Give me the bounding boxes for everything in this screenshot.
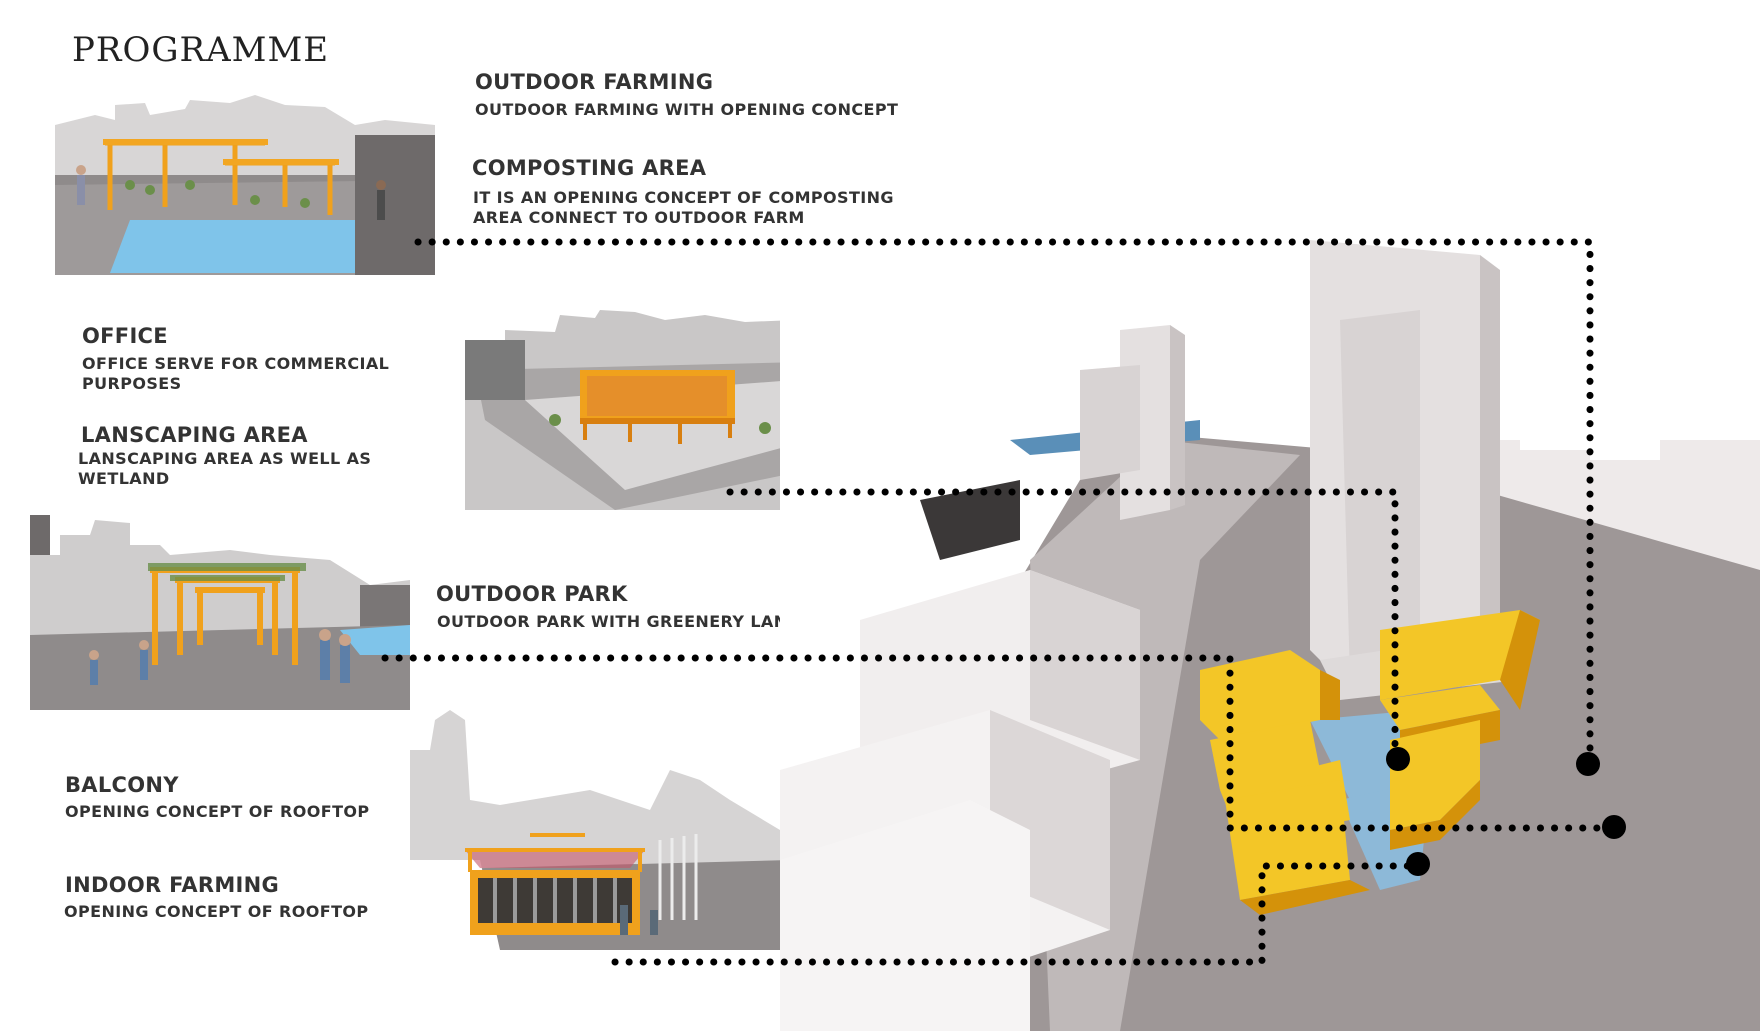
- desc-lanscaping-area-line2: WETLAND: [78, 469, 170, 488]
- desc-office-line1: OFFICE SERVE FOR COMMERCIAL: [82, 354, 390, 373]
- marker-office: [1386, 747, 1410, 771]
- heading-outdoor-park: OUTDOOR PARK: [436, 582, 628, 606]
- page-title: PROGRAMME: [72, 30, 330, 70]
- heading-balcony: BALCONY: [65, 773, 179, 797]
- heading-outdoor-farming: OUTDOOR FARMING: [475, 70, 714, 94]
- leader-indoor-farming: [611, 862, 1416, 966]
- heading-composting-area: COMPOSTING AREA: [472, 156, 707, 180]
- heading-indoor-farming: INDOOR FARMING: [65, 873, 280, 897]
- render-outdoor-park: [30, 515, 410, 710]
- heading-lanscaping-area: LANSCAPING AREA: [81, 423, 308, 447]
- desc-indoor-farming: OPENING CONCEPT OF ROOFTOP: [64, 902, 369, 921]
- render-outdoor-farming: [55, 95, 435, 275]
- marker-composting-area: [1576, 752, 1600, 776]
- desc-lanscaping-area-line1: LANSCAPING AREA AS WELL AS: [78, 449, 372, 468]
- render-balcony-indoor-farming: [410, 710, 790, 950]
- site-model: [780, 240, 1760, 1031]
- leader-office: [726, 488, 1399, 764]
- desc-composting-area-line1: IT IS AN OPENING CONCEPT OF COMPOSTING: [473, 188, 894, 207]
- desc-outdoor-park: OUTDOOR PARK WITH GREENERY LANDSCAPING: [437, 612, 884, 631]
- leader-outdoor-park: [381, 654, 1622, 832]
- desc-outdoor-farming: OUTDOOR FARMING WITH OPENING CONCEPT: [475, 100, 899, 119]
- desc-composting-area-line2: AREA CONNECT TO OUTDOOR FARM: [473, 208, 805, 227]
- marker-outdoor-park: [1602, 815, 1626, 839]
- marker-indoor-farming: [1406, 852, 1430, 876]
- desc-balcony: OPENING CONCEPT OF ROOFTOP: [65, 802, 370, 821]
- desc-office-line2: PURPOSES: [82, 374, 182, 393]
- heading-office: OFFICE: [82, 324, 168, 348]
- leader-composting-area: [414, 238, 1594, 764]
